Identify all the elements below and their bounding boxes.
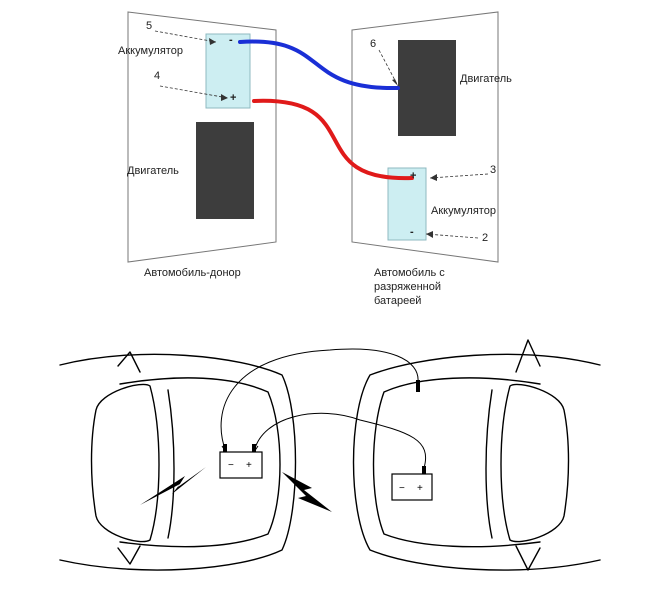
donor-mirror-bottom — [117, 545, 141, 565]
bottom-recipient-minus: − — [399, 483, 405, 494]
callout-2: 2 — [482, 232, 489, 244]
donor-battery-plus: + — [230, 92, 237, 104]
recipient-windshield — [500, 383, 570, 543]
callout-leader-2 — [425, 233, 479, 239]
callout-6: 6 — [370, 38, 377, 50]
arrowhead-2 — [426, 231, 433, 238]
donor-car-body — [59, 353, 297, 571]
callout-leader-6 — [378, 49, 399, 87]
bottom-donor-battery — [219, 451, 263, 479]
bottom-cable-negative — [220, 348, 419, 453]
recipient-car-caption: Автомобиль с разряженной батареей — [374, 266, 445, 308]
bottom-donor-minus: − — [228, 460, 234, 471]
donor-battery-label: Аккумулятор — [118, 45, 183, 57]
recipient-battery-plus: + — [410, 170, 417, 182]
donor-hood-crease — [167, 389, 175, 539]
arrowhead-6 — [392, 79, 398, 86]
donor-mirror-top — [117, 351, 141, 373]
clamp-ground — [416, 380, 420, 392]
bottom-donor-plus: + — [246, 460, 252, 471]
recipient-mirror-top — [515, 339, 541, 373]
lightning-bolt-left-icon — [140, 467, 206, 505]
bottom-cable-positive — [253, 412, 426, 469]
donor-battery-minus: - — [229, 34, 233, 46]
donor-engine — [196, 122, 254, 219]
bottom-recipient-plus: + — [417, 483, 423, 494]
recipient-car-hood — [372, 377, 541, 548]
donor-battery — [205, 33, 251, 109]
donor-windshield — [90, 383, 160, 543]
recipient-battery-label: Аккумулятор — [431, 205, 496, 217]
recipient-battery-minus: - — [410, 226, 414, 238]
positive-jumper-cable — [252, 98, 414, 181]
recipient-engine — [398, 40, 456, 136]
clamp-donor-positive — [252, 444, 256, 454]
clamp-donor-negative — [223, 444, 227, 454]
bottom-recipient-battery — [391, 473, 433, 501]
donor-car-hood — [119, 377, 281, 548]
arrowhead-5 — [209, 38, 216, 45]
recipient-caption-line-2: разряженной — [374, 281, 441, 293]
recipient-caption-line-3: батареей — [374, 295, 422, 307]
recipient-engine-label: Двигатель — [460, 73, 512, 85]
callout-3: 3 — [490, 164, 497, 176]
callout-leader-5 — [154, 30, 217, 43]
clamp-recipient-positive — [422, 466, 426, 476]
callout-5: 5 — [146, 20, 153, 32]
recipient-mirror-bottom — [515, 545, 541, 571]
recipient-caption-line-1: Автомобиль с — [374, 267, 445, 279]
arrowhead-3 — [430, 174, 437, 181]
recipient-hood-crease — [485, 389, 493, 539]
donor-car-caption: Автомобиль-донор — [144, 267, 241, 279]
arrowhead-4 — [221, 94, 228, 101]
negative-jumper-cable — [238, 39, 400, 91]
donor-engine-label: Двигатель — [127, 165, 179, 177]
callout-leader-4 — [159, 85, 229, 99]
lightning-bolt-right-icon — [282, 472, 332, 512]
recipient-car-body — [352, 353, 601, 571]
callout-4: 4 — [154, 70, 161, 82]
